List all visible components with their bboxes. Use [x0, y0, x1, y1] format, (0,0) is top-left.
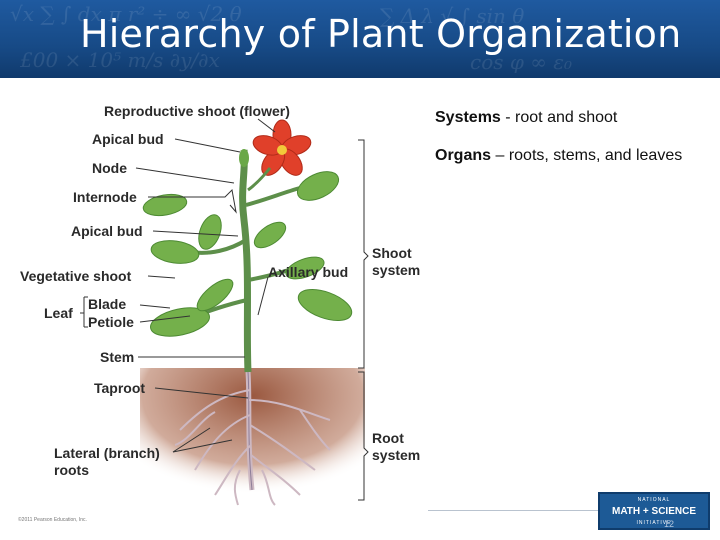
- label-shoot-system-line1: Shoot: [372, 245, 412, 261]
- bullet-text: root and shoot: [515, 109, 618, 126]
- stem-drawing: [239, 149, 252, 373]
- footer-divider: [428, 510, 598, 511]
- plant-diagram: Reproductive shoot (flower) Apical bud N…: [18, 103, 420, 523]
- slide-title: Hierarchy of Plant Organization: [80, 12, 682, 56]
- slide-number: 12: [664, 519, 675, 529]
- banner-decoration: £00 × 10⁵ m/s ∂y/∂x: [20, 48, 220, 72]
- bullet-separator: –: [491, 147, 509, 164]
- label-axillary-bud: Axillary bud: [268, 264, 348, 280]
- label-petiole: Petiole: [88, 314, 134, 330]
- flower-drawing: [239, 119, 312, 192]
- banner-decoration: ∑ Δ λ √ ∫ sin θ: [380, 4, 525, 28]
- label-internode: Internode: [73, 189, 137, 205]
- label-node: Node: [92, 160, 127, 176]
- label-lateral-roots-line2: roots: [54, 462, 89, 478]
- label-blade: Blade: [88, 296, 126, 312]
- logo-main-text: MATH + SCIENCE: [612, 506, 696, 517]
- logo-top-text: NATIONAL: [637, 497, 671, 503]
- bullet-term: Systems: [435, 109, 501, 126]
- label-apical-bud-side: Apical bud: [71, 223, 143, 239]
- pointer-lines: [80, 118, 369, 501]
- bullet-text: roots, stems, and leaves: [508, 147, 683, 164]
- label-stem: Stem: [100, 349, 134, 365]
- label-root-system-line1: Root: [372, 430, 404, 446]
- root-system-drawing: [174, 371, 331, 506]
- label-reproductive-shoot: Reproductive shoot (flower): [104, 103, 290, 119]
- bullet-list: Systems - root and shoot Organs – roots,…: [435, 107, 705, 183]
- label-shoot-system-line2: system: [372, 262, 420, 278]
- title-banner: √x ∑ ∫ dx π r² ÷ ∞ √2 θ ∑ Δ λ √ ∫ sin θ …: [0, 0, 720, 78]
- logo-bottom-text: INITIATIVE: [636, 520, 672, 526]
- bullet-item: Organs – roots, stems, and leaves: [435, 145, 705, 167]
- leaves-drawing: [142, 171, 353, 337]
- bullet-separator: -: [500, 109, 516, 126]
- copyright-text: ©2011 Pearson Education, Inc.: [18, 516, 87, 523]
- label-vegetative-shoot: Vegetative shoot: [20, 268, 132, 284]
- label-leaf: Leaf: [44, 305, 73, 321]
- bullet-item: Systems - root and shoot: [435, 107, 705, 129]
- label-taproot: Taproot: [94, 380, 145, 396]
- nms-logo: NATIONAL MATH + SCIENCE INITIATIVE: [598, 492, 710, 530]
- banner-decoration: √x ∑ ∫ dx π r² ÷ ∞ √2 θ: [10, 2, 242, 26]
- bullet-term: Organs: [435, 147, 492, 164]
- banner-decoration: cos φ ∞ ε₀: [470, 50, 572, 74]
- label-root-system-line2: system: [372, 447, 420, 463]
- label-apical-bud-top: Apical bud: [92, 131, 164, 147]
- label-lateral-roots-line1: Lateral (branch): [54, 445, 160, 461]
